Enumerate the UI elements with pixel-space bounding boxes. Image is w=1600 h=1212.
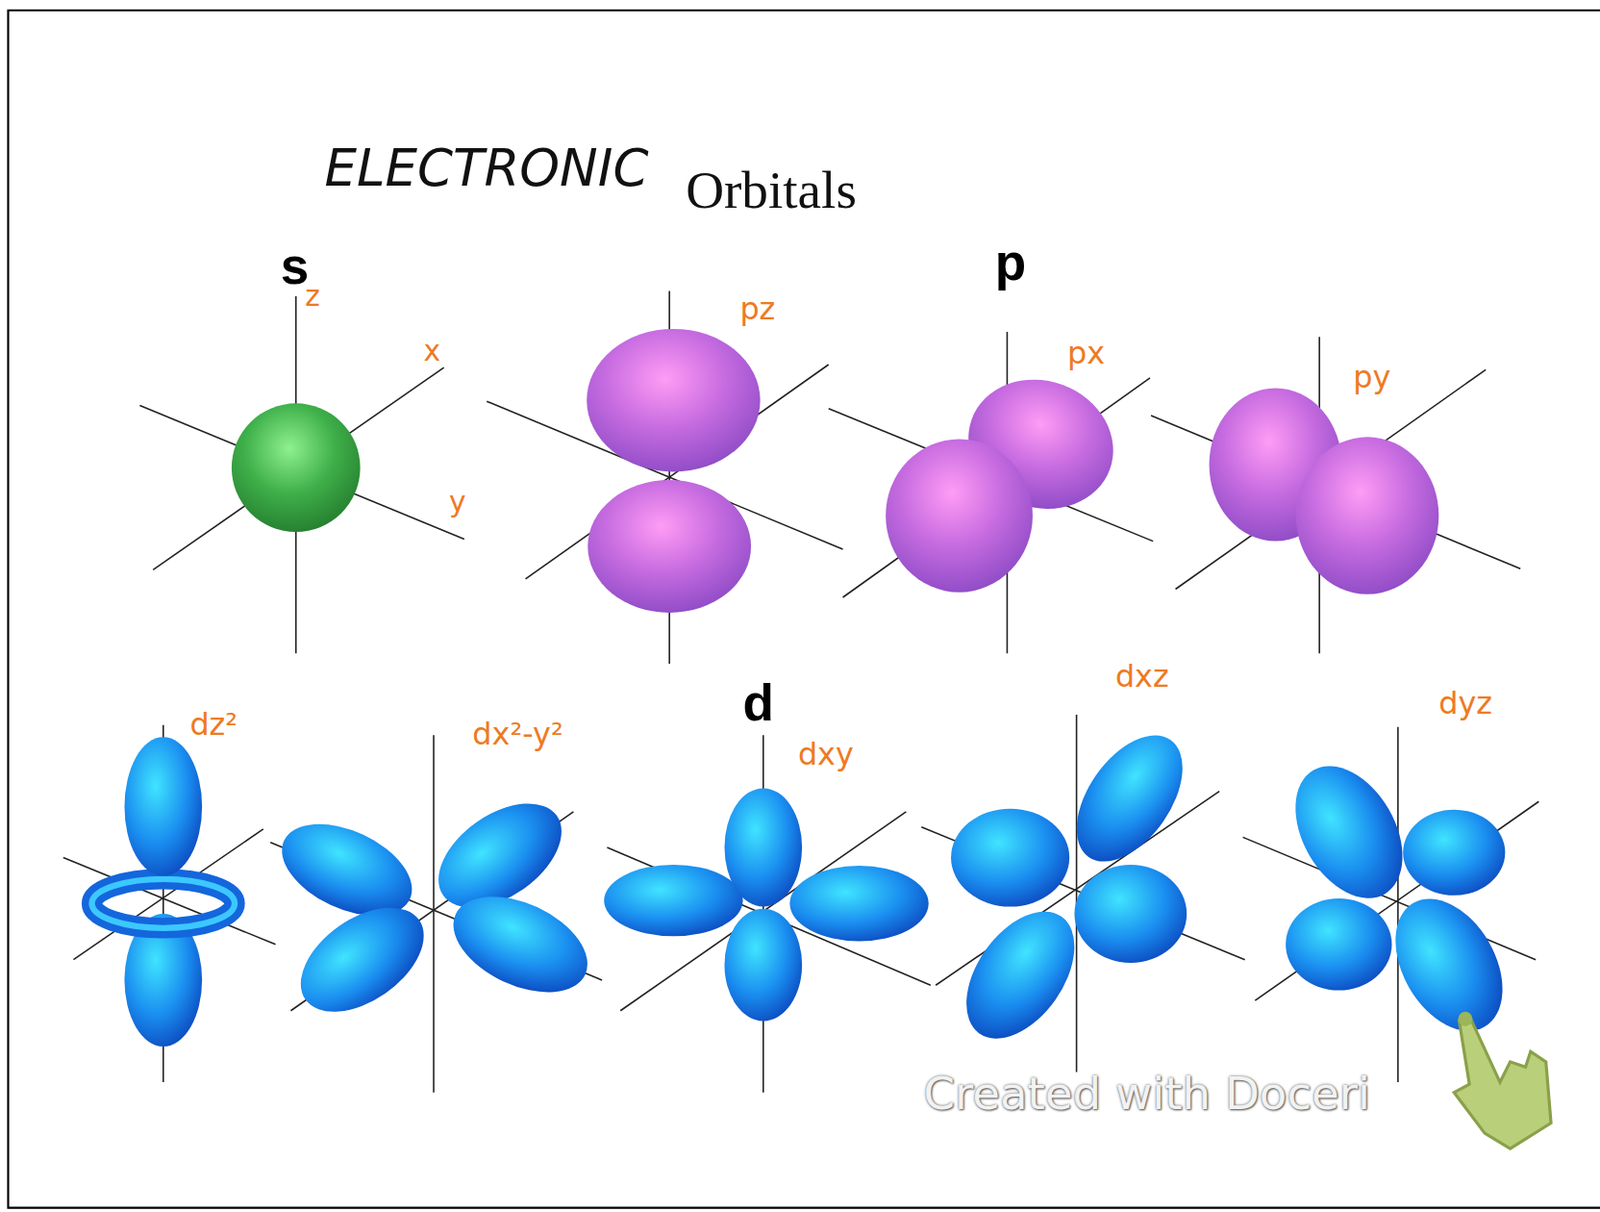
orbital-label: dxz (1115, 661, 1170, 693)
axis-label: z (304, 281, 321, 311)
axis-label: y (449, 487, 467, 517)
orbital-type: s (280, 240, 310, 292)
orbital-label: dx²-y² (472, 719, 563, 750)
axes (63, 291, 1540, 1093)
title: Orbitals (685, 163, 857, 217)
frame (7, 10, 1600, 1208)
orbital-type: p (995, 236, 1026, 288)
orbital-label: py (1352, 362, 1391, 394)
orbital-label: pz (739, 294, 775, 325)
handwritten-heading: ELECTRONIC (324, 143, 649, 195)
orbital-label: dyz (1438, 688, 1493, 720)
orbital-type: d (743, 676, 775, 728)
orbital-label: dz² (189, 709, 238, 741)
py-orbital (1209, 387, 1440, 594)
hand-icon (1453, 1011, 1551, 1149)
s-orbital (231, 402, 361, 532)
axis-label: x (423, 336, 441, 366)
orbital-label: dxy (798, 739, 854, 771)
pz-orbital (586, 328, 760, 613)
orbital-label: px (1067, 338, 1105, 370)
dz2-orbital (92, 736, 236, 1047)
px-orbital (885, 359, 1132, 593)
dxy-orbital (603, 787, 928, 1021)
dx2-y2-orbital (267, 781, 602, 1033)
dyz-orbital (1273, 747, 1525, 1050)
dxz-orbital (944, 716, 1204, 1058)
watermark: Created with Doceri (923, 1071, 1371, 1117)
